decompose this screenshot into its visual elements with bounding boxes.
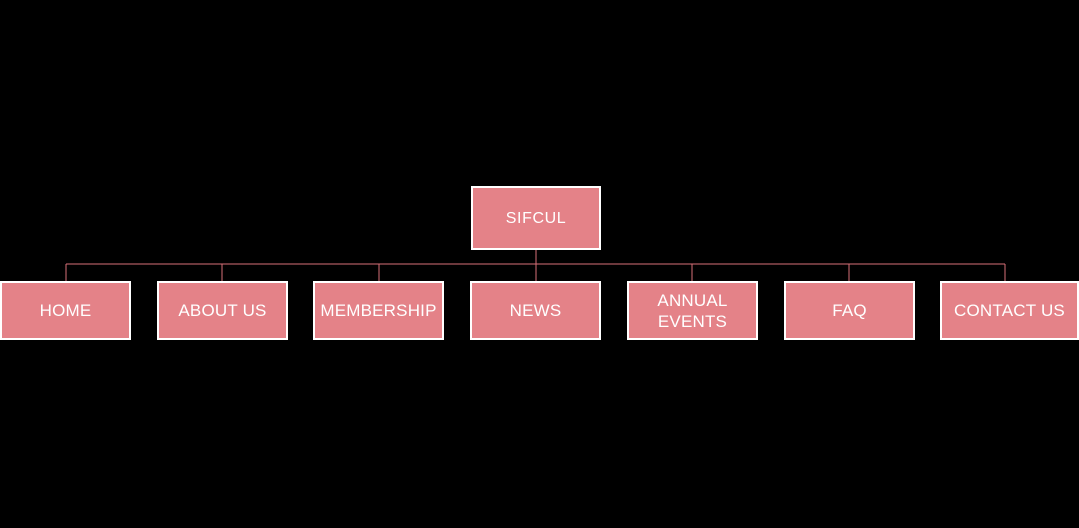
node-membership[interactable]: MEMBERSHIP	[313, 281, 444, 340]
node-label: FAQ	[832, 301, 867, 320]
node-annual-events[interactable]: ANNUAL EVENTS	[627, 281, 758, 340]
node-label: ABOUT US	[178, 301, 267, 320]
node-label: CONTACT US	[954, 301, 1065, 320]
node-home[interactable]: HOME	[0, 281, 131, 340]
node-label: SIFCUL	[505, 209, 567, 227]
node-about-us[interactable]: ABOUT US	[157, 281, 288, 340]
node-faq[interactable]: FAQ	[784, 281, 915, 340]
node-contact-us[interactable]: CONTACT US	[940, 281, 1079, 340]
node-label: NEWS	[509, 301, 562, 320]
node-news[interactable]: NEWS	[470, 281, 601, 340]
node-sifcul[interactable]: SIFCUL	[471, 186, 601, 250]
node-label: MEMBERSHIP	[320, 301, 437, 320]
node-label: ANNUAL EVENTS	[657, 290, 728, 331]
node-label: HOME	[39, 301, 92, 320]
